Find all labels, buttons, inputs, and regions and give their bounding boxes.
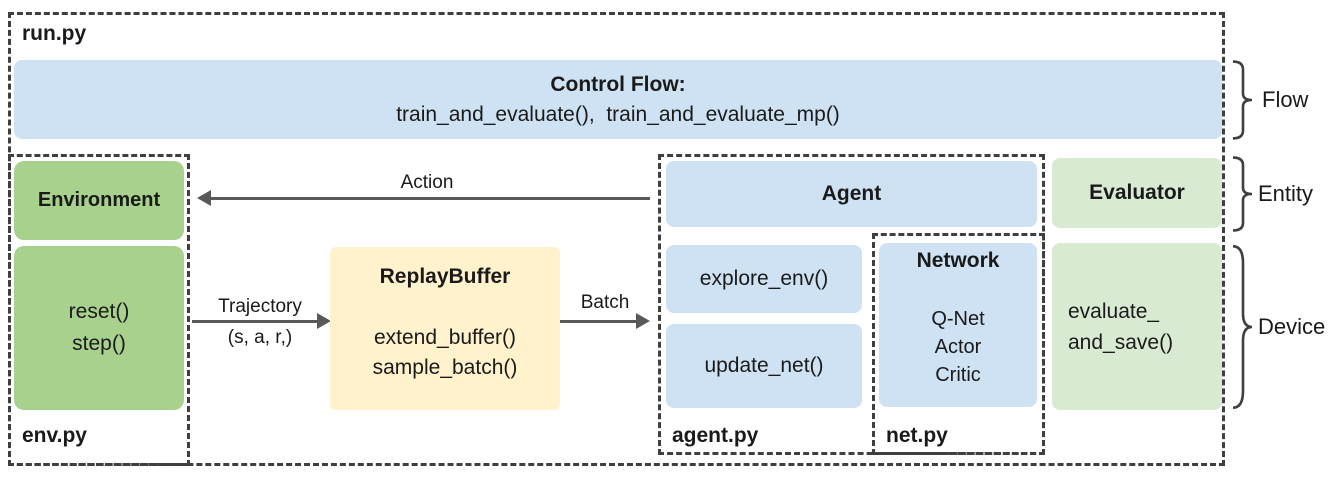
environment-method: step() [72,332,126,355]
replay-buffer-box: ReplayBuffer extend_buffer() sample_batc… [330,247,560,410]
evaluator-method-line: evaluate_ [1068,299,1160,323]
batch-arrow [560,320,638,323]
evaluator-method-box: evaluate_ and_save() [1052,243,1222,410]
net-py-label: net.py [886,424,948,447]
network-item: Actor [934,336,982,358]
trajectory-tuple-label: (s, a, r,) [227,327,293,348]
network-item: Critic [935,364,981,386]
agent-header: Agent [666,161,1037,227]
entity-brace-label: Entity [1258,181,1314,206]
control-flow-functions: train_and_evaluate(), train_and_evaluate… [396,102,840,126]
network-item: Q-Net [931,308,985,330]
action-arrow-label: Action [400,172,454,193]
action-arrowhead-icon [197,190,211,206]
device-brace-label: Device [1258,314,1326,339]
environment-header: Environment [14,161,184,240]
flow-brace-icon [1230,60,1254,140]
net-py-container [872,233,1045,455]
action-arrow [211,197,650,200]
evaluator-method-line: and_save() [1068,330,1174,354]
agent-explore-box: explore_env() [666,245,862,313]
replay-buffer-method: sample_batch() [372,356,518,379]
env-py-label: env.py [22,424,87,447]
flow-brace-label: Flow [1262,87,1309,112]
network-box: Network Q-Net Actor Critic [879,243,1037,407]
evaluator-header: Evaluator [1052,158,1222,228]
env-py-container [8,154,190,466]
replay-buffer-title: ReplayBuffer [379,265,511,288]
entity-brace-icon [1230,156,1254,232]
batch-arrow-label: Batch [580,292,630,313]
trajectory-arrow-label: Trajectory [218,296,302,317]
trajectory-arrow [192,320,319,323]
agent-py-label: agent.py [672,424,759,447]
control-flow-banner: Control Flow: train_and_evaluate(), trai… [14,60,1222,139]
agent-update-box: update_net() [666,324,862,408]
environment-methods-box: reset() step() [14,246,184,410]
run-py-label: run.py [22,22,87,45]
replay-buffer-method: extend_buffer() [373,326,517,349]
control-flow-title: Control Flow: [550,72,686,96]
network-title: Network [916,249,1000,272]
batch-arrowhead-icon [636,313,650,329]
environment-method: reset() [68,300,130,323]
device-brace-icon [1230,243,1254,411]
trajectory-arrowhead-icon [317,313,331,329]
